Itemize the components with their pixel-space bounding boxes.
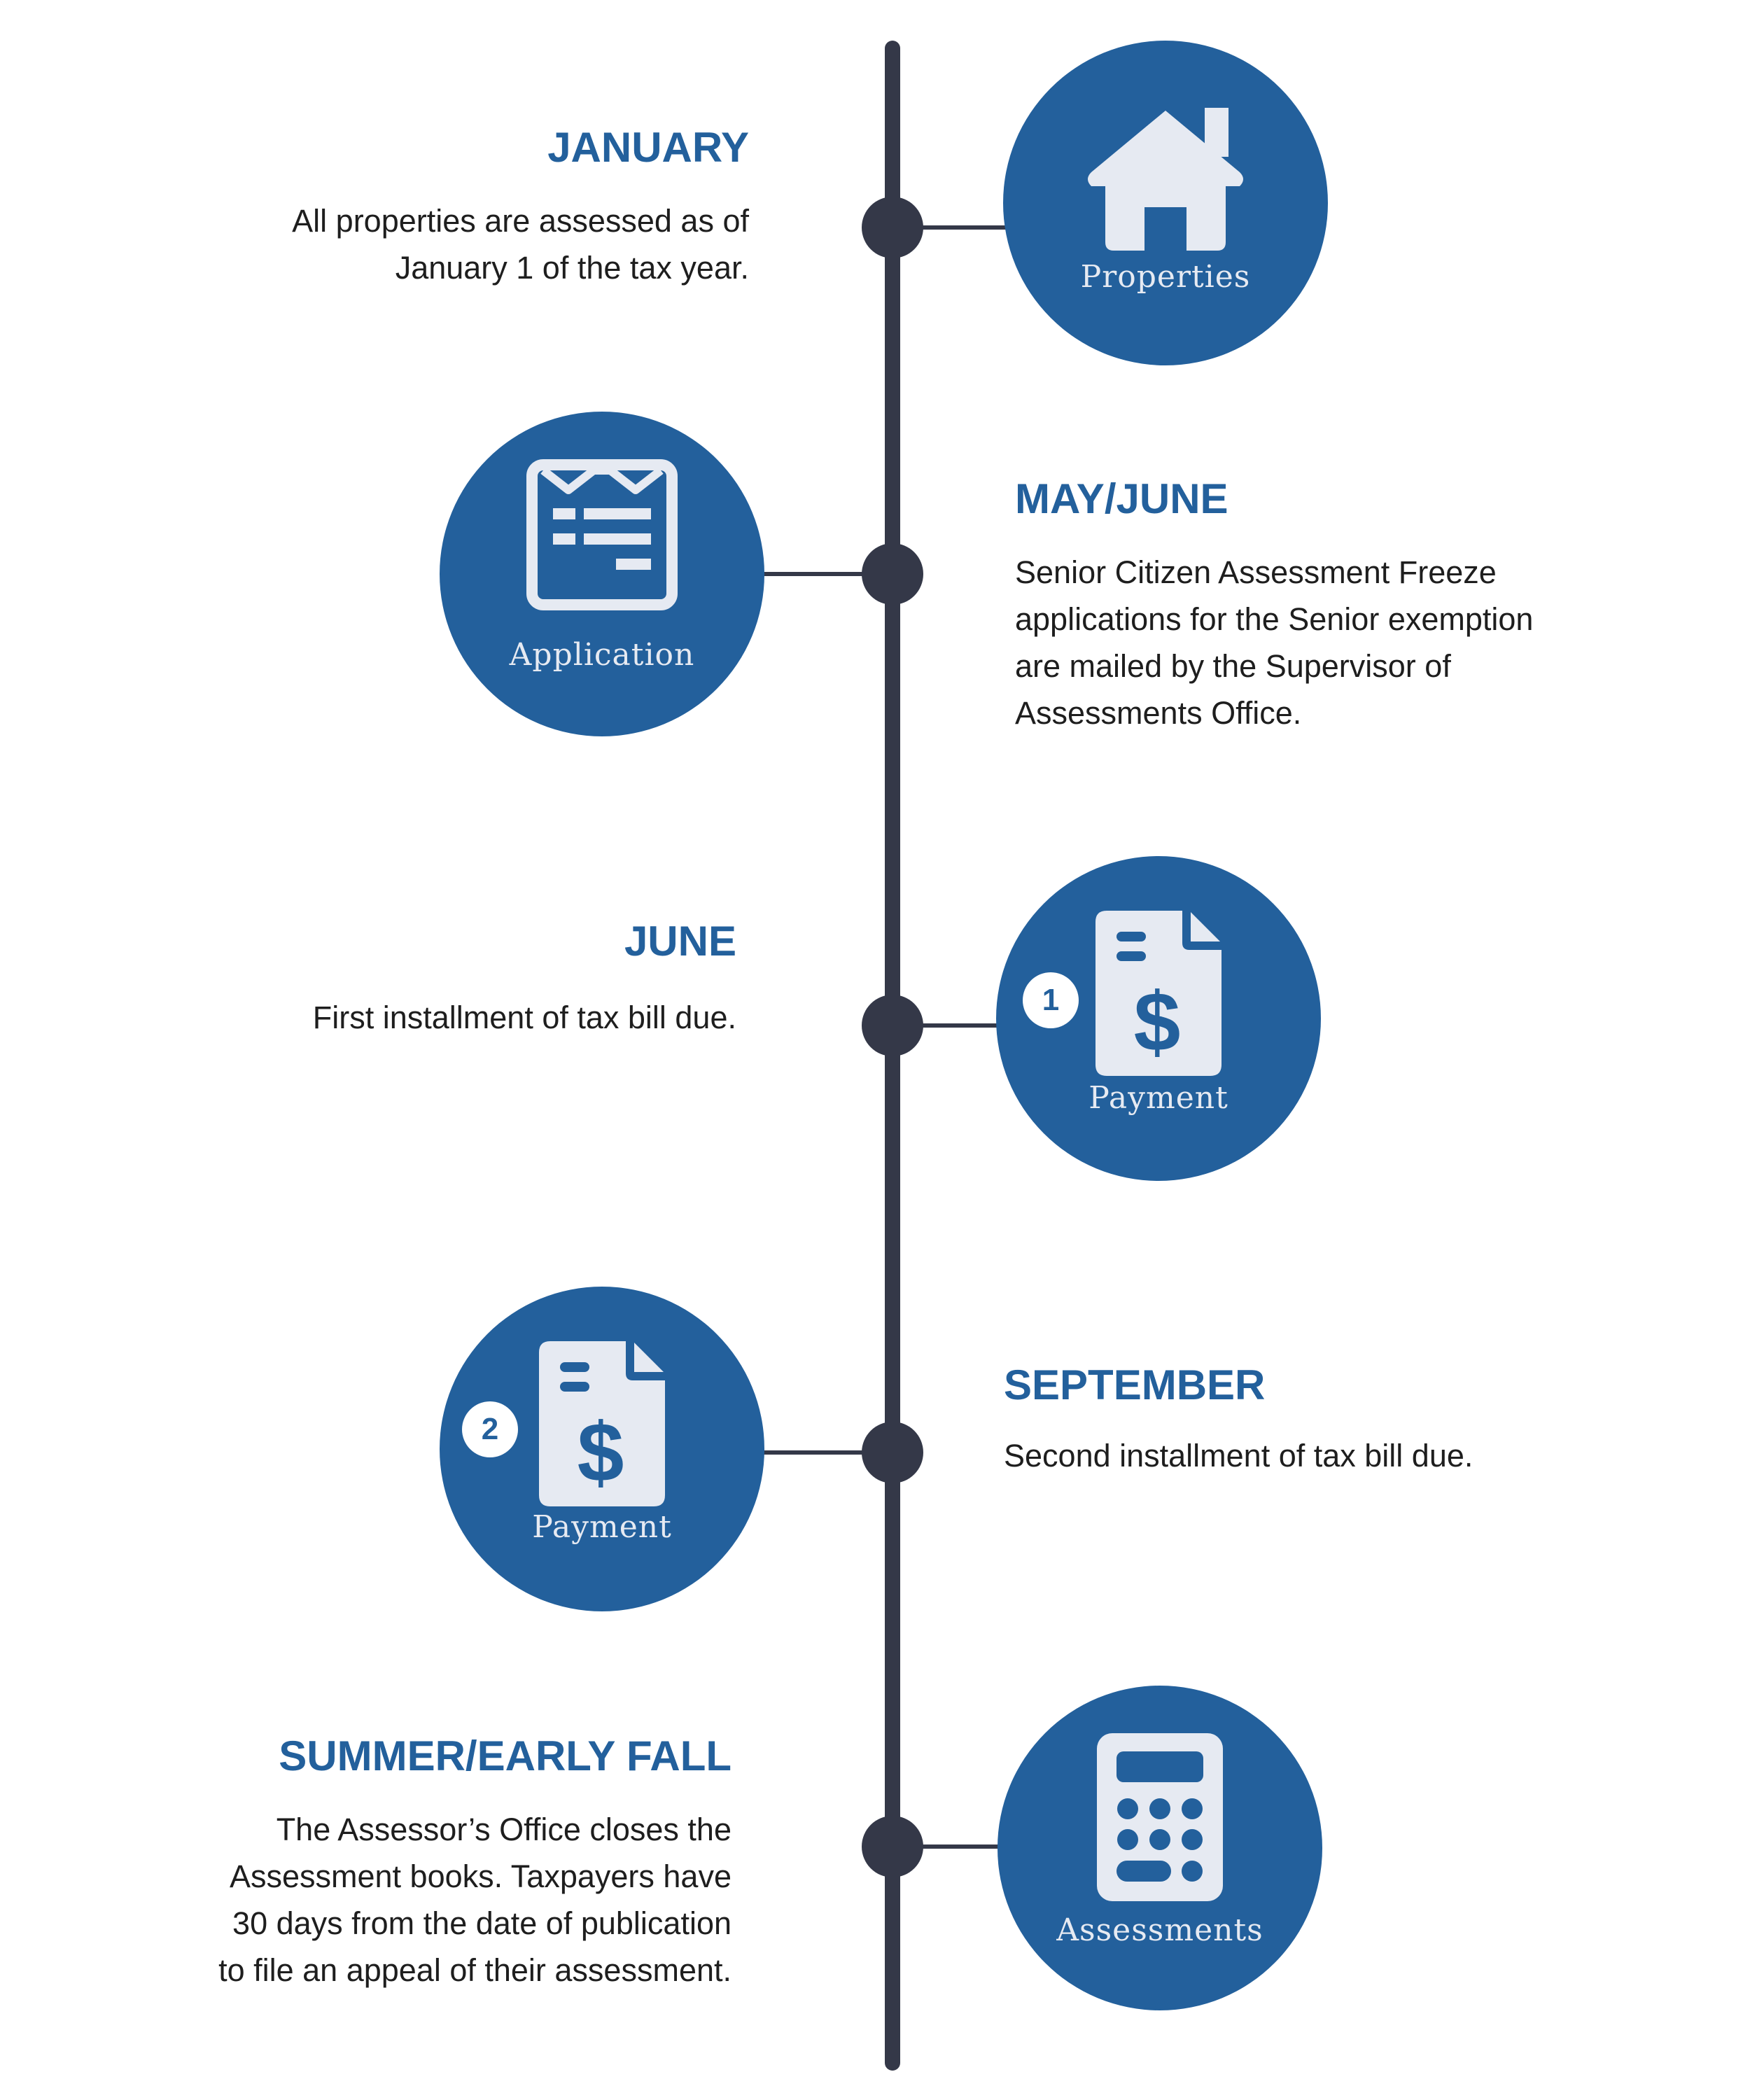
installment-badge-2: 2 [462,1401,518,1457]
circle-label-payment-1: Payment [1088,1080,1228,1116]
svg-text:$: $ [578,1406,624,1499]
circle-label-properties: Properties [1080,259,1251,295]
connector-summer-early-fall [892,1844,1011,1849]
desc-january-line: All properties are assessed as of [292,203,749,239]
desc-summer-early-fall-line: 30 days from the date of publication [232,1905,732,1941]
desc-summer-early-fall-line: to file an appeal of their assessment. [218,1952,732,1988]
desc-september: Second installment of tax bill due. [1004,1432,1473,1479]
desc-summer-early-fall-line: Assessment books. Taxpayers have [229,1858,732,1894]
svg-text:$: $ [1134,975,1181,1069]
desc-june-line: First installment of tax bill due. [312,1000,736,1035]
connector-may-june [756,572,892,576]
installment-badge-1: 1 [1023,972,1079,1028]
assessments-circle: Assessments [997,1686,1322,2010]
desc-summer-early-fall-line: The Assessor’s Office closes the [276,1812,732,1847]
circle-label-payment-2: Payment [532,1509,672,1545]
desc-summer-early-fall: The Assessor’s Office closes the Assessm… [218,1806,732,1994]
desc-may-june-line: Senior Citizen Assessment Freeze [1015,554,1497,590]
calculator-icon [1097,1733,1223,1901]
payment-1-circle: $ 1 Payment [996,856,1321,1181]
desc-june: First installment of tax bill due. [313,994,736,1041]
desc-january-line: January 1 of the tax year. [395,250,749,286]
heading-june: JUNE [624,918,736,965]
desc-september-line: Second installment of tax bill due. [1004,1438,1474,1474]
application-form-icon [526,459,678,610]
heading-summer-early-fall: SUMMER/EARLY FALL [279,1732,732,1779]
connector-january [892,225,1018,230]
tax-bill-icon: $ [1096,911,1222,1076]
tax-bill-icon: $ [539,1341,665,1506]
properties-circle: Properties [1003,41,1328,365]
heading-september: SEPTEMBER [1004,1362,1266,1408]
heading-january: JANUARY [547,124,749,171]
application-circle: Application [440,412,764,736]
desc-may-june: Senior Citizen Assessment Freeze applica… [1015,549,1533,736]
desc-may-june-line: applications for the Senior exemption [1015,601,1534,637]
payment-2-circle: $ 2 Payment [440,1287,764,1611]
circle-label-assessments: Assessments [1056,1912,1264,1948]
desc-may-june-line: are mailed by the Supervisor of [1015,648,1451,684]
connector-june [892,1023,1011,1028]
house-icon [1088,108,1243,251]
desc-january: All properties are assessed as of Januar… [292,197,749,291]
heading-may-june: MAY/JUNE [1015,475,1228,522]
desc-may-june-line: Assessments Office. [1015,695,1302,731]
connector-september [756,1450,892,1455]
circle-label-application: Application [509,637,695,673]
